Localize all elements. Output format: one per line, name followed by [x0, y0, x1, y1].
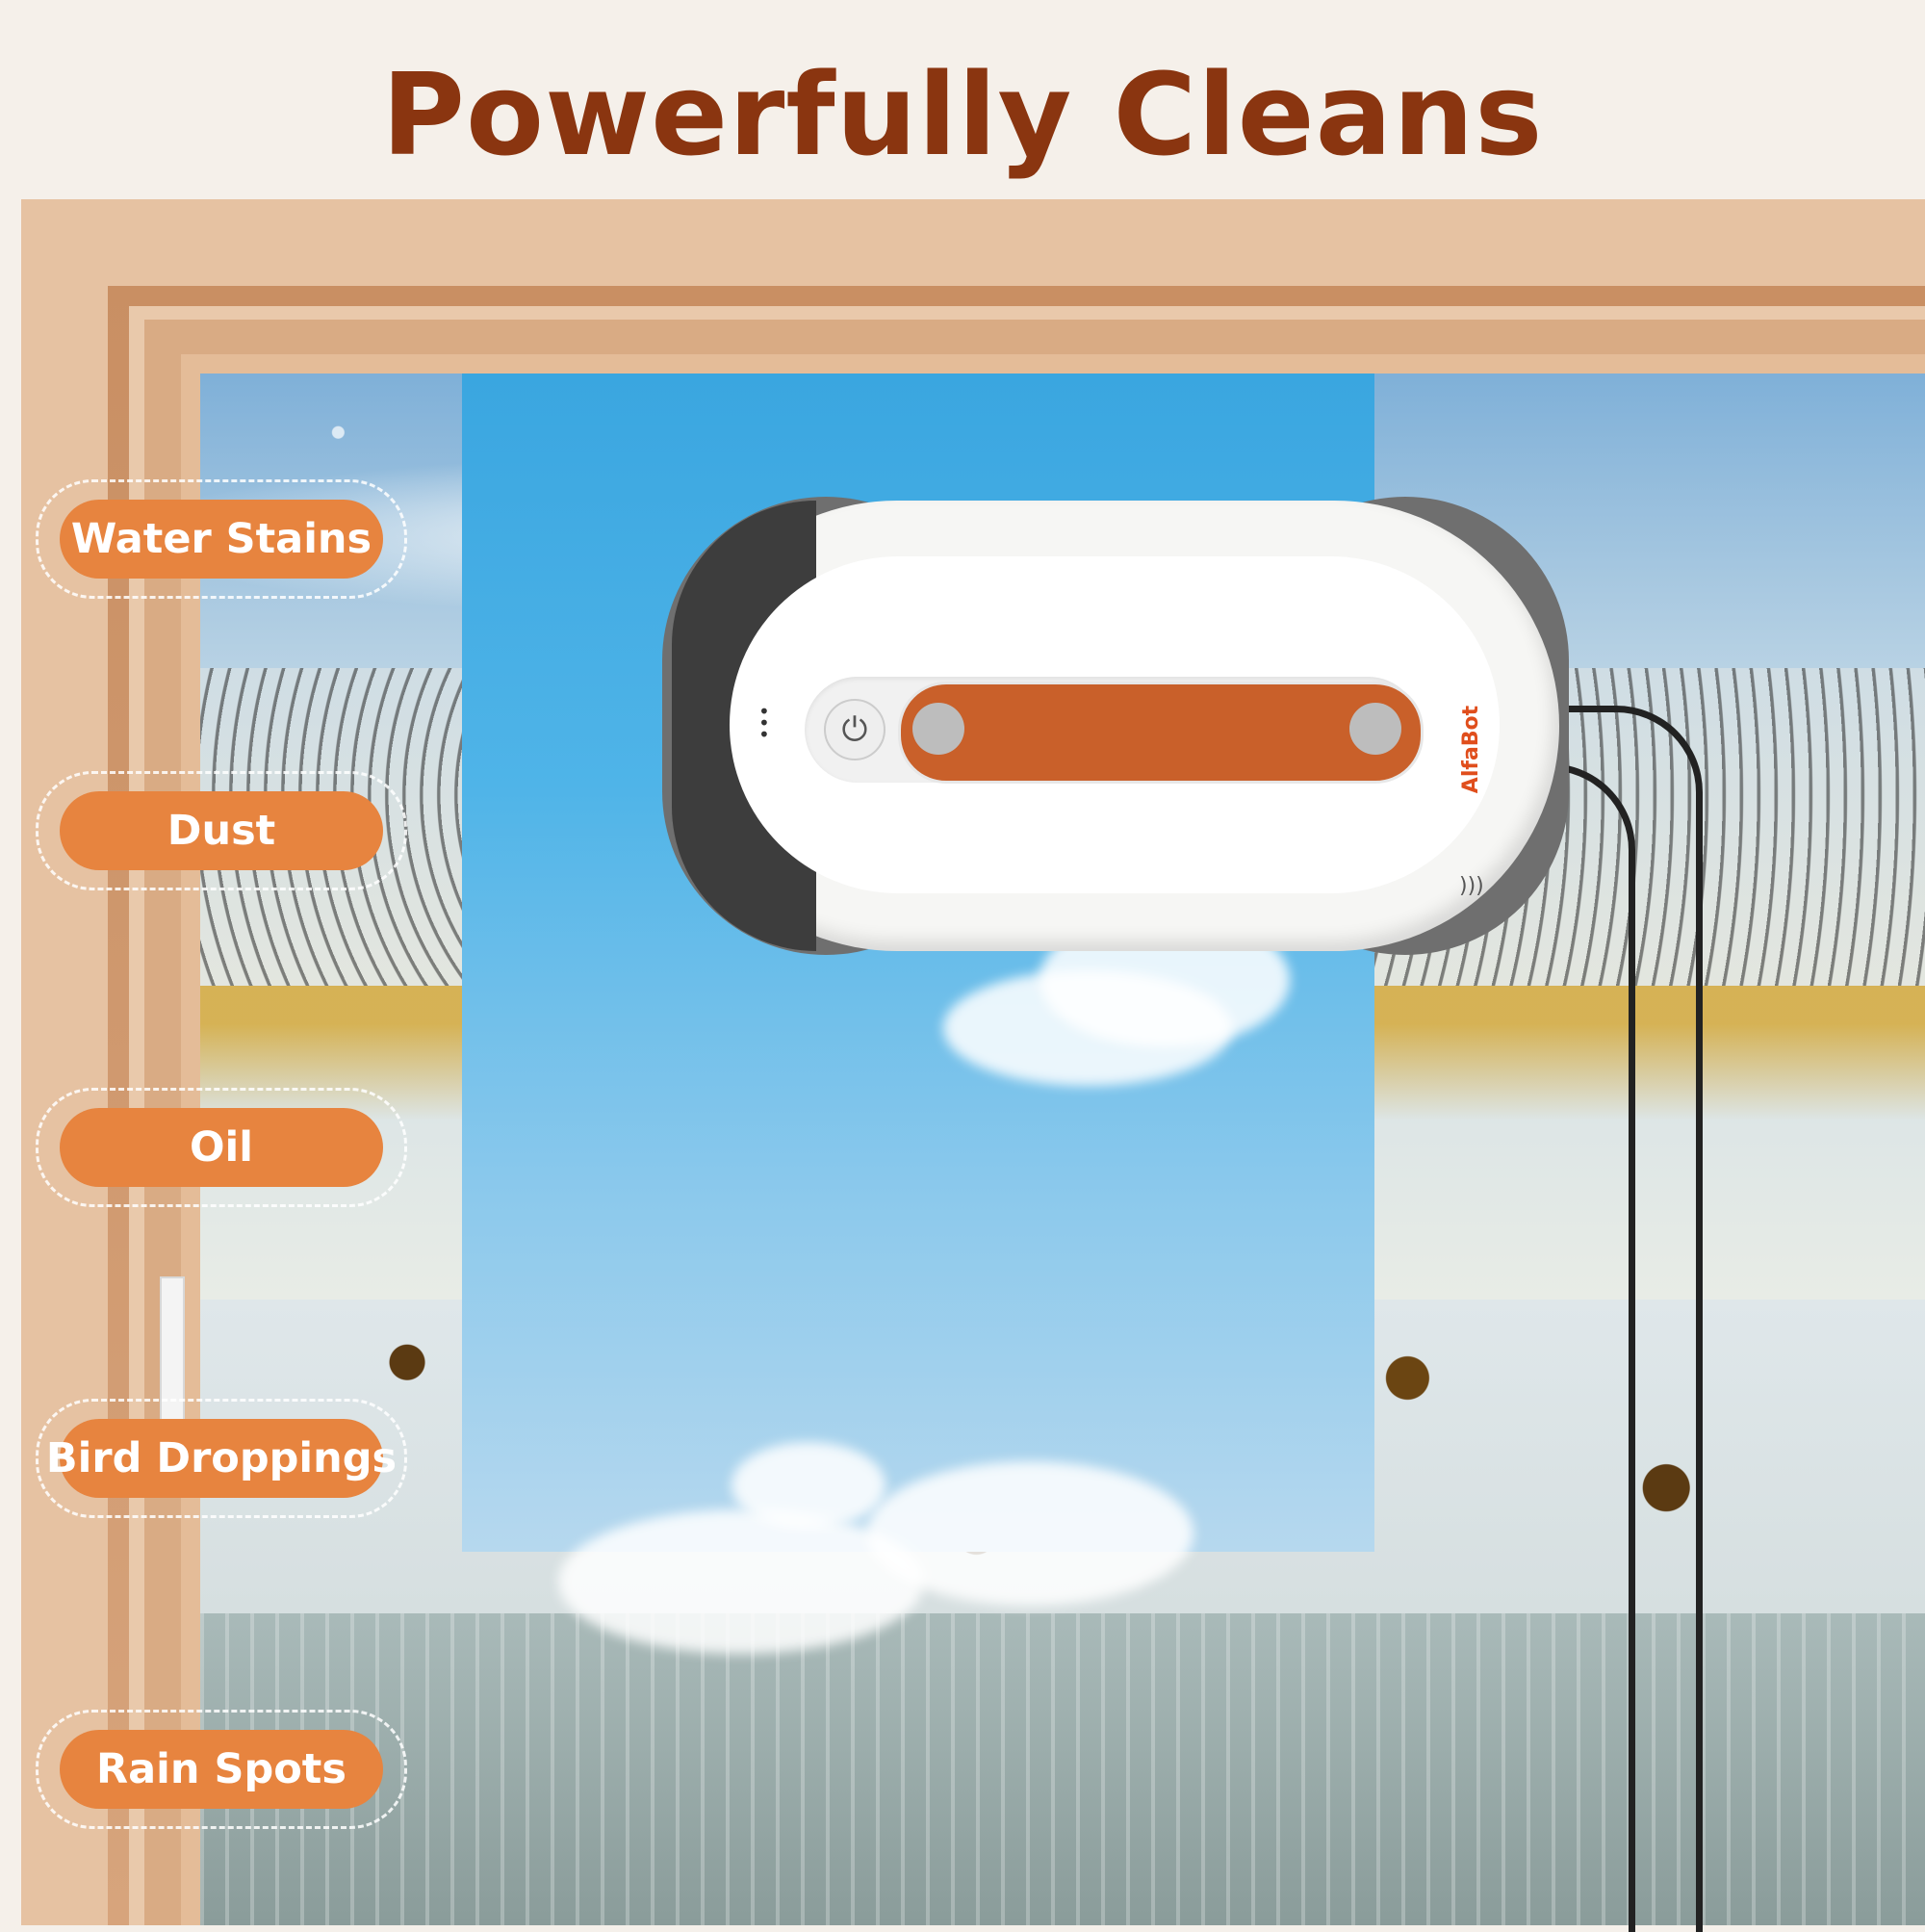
window-cleaning-robot: ⏻ ••• AlfaBot ))) — [662, 489, 1569, 963]
signal-icon: ))) — [1459, 874, 1484, 898]
label-rain-spots: Rain Spots — [36, 1710, 407, 1829]
brand-logo: AlfaBot — [1459, 705, 1484, 794]
label-water-stains-text: Water Stains — [60, 500, 383, 579]
cleaned-glass-strip — [462, 374, 1374, 1654]
label-dust-text: Dust — [60, 791, 383, 870]
page-title: Powerfully Cleans — [381, 48, 1544, 181]
label-bird-droppings: Bird Droppings — [36, 1399, 407, 1518]
label-water-stains: Water Stains — [36, 479, 407, 599]
label-rain-spots-text: Rain Spots — [60, 1730, 383, 1809]
window-latch — [160, 1276, 185, 1434]
handle-rivet-left — [912, 703, 964, 755]
carry-handle — [898, 682, 1424, 784]
cloud — [866, 1461, 1194, 1606]
label-bird-droppings-text: Bird Droppings — [46, 1419, 397, 1498]
label-dust: Dust — [36, 771, 407, 890]
indicator-lights: ••• — [758, 700, 770, 746]
handle-rivet-right — [1349, 703, 1401, 755]
label-oil: Oil — [36, 1088, 407, 1207]
power-icon: ⏻ — [824, 699, 886, 760]
cloud — [732, 1442, 886, 1529]
label-oil-text: Oil — [60, 1108, 383, 1187]
power-cable-1 — [1540, 706, 1703, 1932]
cloud — [558, 1509, 924, 1654]
